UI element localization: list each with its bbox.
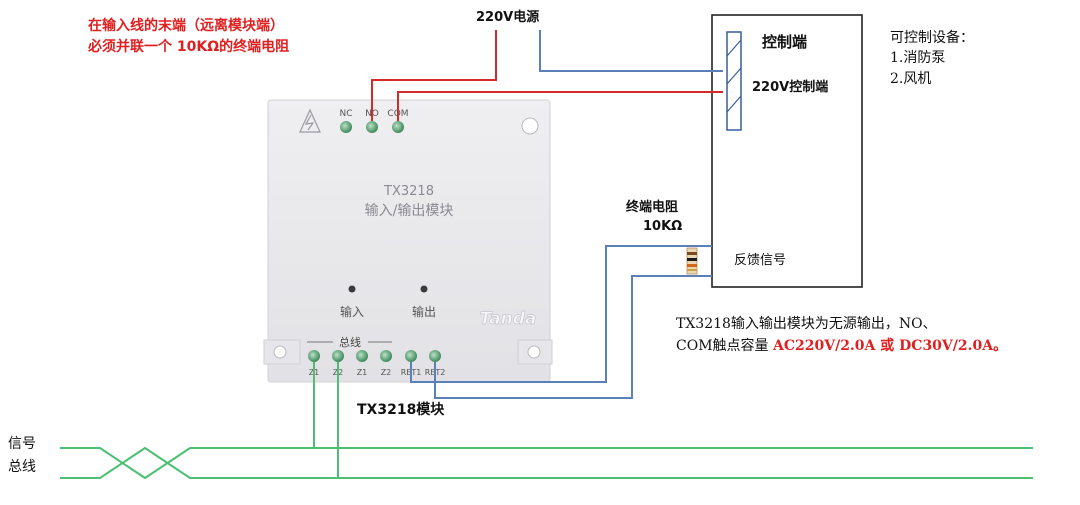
bus-line-bus (60, 446, 1033, 479)
input-led (348, 285, 356, 293)
feedback-signal-label: 反馈信号 (734, 253, 787, 268)
terminal-z2b-screw (380, 350, 392, 362)
mount-hole-bottom-right (527, 345, 541, 359)
output-led (420, 285, 428, 293)
power-label: 220V电源 (476, 10, 540, 25)
resistor-note-line1: 在输入线的末端（远离模块端） (88, 18, 284, 34)
module-caption: TX3218模块 (357, 402, 445, 418)
red-wire-com (397, 91, 723, 121)
resistor-note-line2: 必须并联一个 10KΩ的终端电阻 (88, 39, 290, 55)
spec-rating: AC220V/2.0A 或 DC30V/2.0A。 (772, 338, 1008, 354)
blue-wire-ret1-feedback (410, 245, 712, 383)
terminal-nc-screw (340, 121, 352, 133)
spec-line1: TX3218输入输出模块为无源输出，NO、 (676, 316, 937, 332)
control-box-title: 控制端 (762, 33, 808, 51)
terminal-no-screw (366, 121, 378, 133)
terminal-z1a-screw (308, 350, 320, 362)
terminal-z1b-screw (356, 350, 368, 362)
terminal-resistor (686, 247, 698, 275)
input-led-label: 输入 (340, 304, 364, 319)
blue-wire-power-to-control (539, 30, 723, 72)
terminal-nc-label: NC (339, 109, 352, 119)
devices-title: 可控制设备： (890, 30, 974, 46)
output-led-label: 输出 (412, 304, 436, 319)
power-wires (371, 30, 723, 121)
control-box-subtitle: 220V控制端 (752, 80, 829, 95)
blue-wire-ret2-feedback (434, 275, 712, 399)
control-relay-terminal (726, 31, 742, 131)
high-voltage-warning-icon (299, 108, 321, 133)
control-box (711, 14, 863, 288)
terminal-com-screw (392, 121, 404, 133)
spec-line2-prefix: COM触点容量 (676, 338, 773, 354)
spec-line2: COM触点容量 AC220V/2.0A 或 DC30V/2.0A。 (676, 338, 1007, 355)
bus-lines (60, 362, 1033, 480)
bus-header-label: 总线 (339, 335, 361, 349)
bus-label-signal: 信号 (8, 436, 36, 452)
bus-label-bus: 总线 (8, 459, 36, 475)
terminal-z2b-label: Z2 (381, 368, 392, 377)
terminal-ret1-screw (405, 350, 417, 362)
mount-hole-top-right (521, 117, 539, 135)
tx3218-module: NC NO COM TX3218 输入/输出模块 输入 输出 Tanda 总线 (263, 99, 553, 383)
module-name-text: 输入/输出模块 (365, 203, 454, 219)
terminal-resistor-label: 终端电阻 (626, 200, 679, 215)
bus-line-signal (60, 447, 1033, 480)
red-wire-no (371, 30, 497, 121)
signal-wires (410, 30, 723, 399)
module-model-text: TX3218 (383, 184, 434, 199)
terminal-z1b-label: Z1 (357, 368, 368, 377)
device-item-2: 2.风机 (890, 71, 932, 87)
mount-hole-bottom-left (273, 345, 287, 359)
device-item-1: 1.消防泵 (890, 50, 946, 66)
terminal-resistor-value: 10KΩ (643, 219, 683, 234)
brand-logo: Tanda (480, 309, 537, 329)
terminal-ret2-screw (429, 350, 441, 362)
module-body (267, 99, 551, 383)
terminal-z2a-screw (332, 350, 344, 362)
